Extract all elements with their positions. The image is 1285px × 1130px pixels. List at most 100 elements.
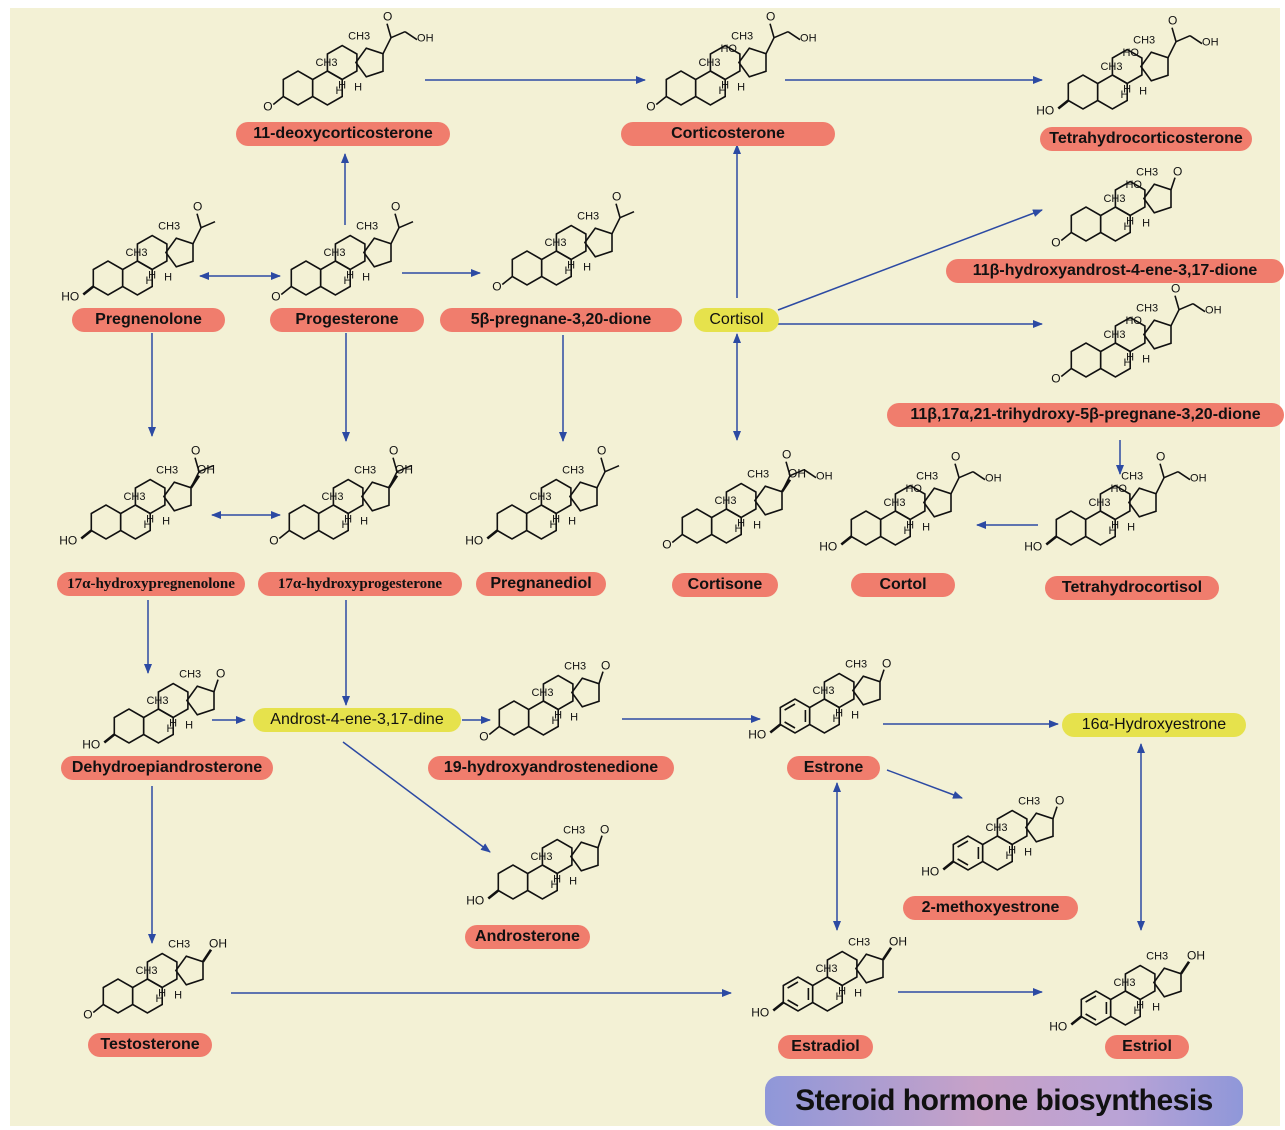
svg-text:O: O: [1156, 450, 1165, 464]
svg-text:O: O: [766, 10, 775, 24]
svg-text:H: H: [1123, 221, 1131, 233]
svg-text:O: O: [882, 657, 891, 671]
svg-text:O: O: [271, 290, 280, 304]
label-androsterone: Androsterone: [465, 925, 590, 949]
svg-text:H: H: [166, 723, 174, 735]
svg-text:CH3: CH3: [356, 221, 378, 233]
svg-text:H: H: [838, 986, 846, 998]
svg-text:HO: HO: [1125, 315, 1142, 327]
svg-text:O: O: [612, 190, 621, 204]
svg-text:CH3: CH3: [1103, 193, 1125, 205]
svg-text:HO: HO: [1049, 1020, 1067, 1034]
svg-text:OH: OH: [816, 471, 833, 483]
svg-text:HO: HO: [819, 540, 837, 554]
svg-text:H: H: [737, 82, 745, 94]
label-tetrahydrocorticosterone: Tetrahydrocorticosterone: [1040, 127, 1252, 151]
svg-text:O: O: [662, 538, 671, 552]
label-dhea: Dehydroepiandrosterone: [61, 756, 273, 780]
svg-text:CH3: CH3: [563, 825, 585, 837]
svg-text:HO: HO: [465, 534, 483, 548]
svg-text:H: H: [346, 270, 354, 282]
svg-text:CH3: CH3: [168, 939, 190, 951]
svg-text:O: O: [597, 444, 606, 458]
label-pregnenolone: Pregnenolone: [72, 308, 225, 332]
svg-text:OH: OH: [395, 463, 413, 477]
svg-text:H: H: [155, 993, 163, 1005]
svg-text:O: O: [83, 1008, 92, 1022]
svg-text:H: H: [1127, 522, 1135, 534]
svg-text:H: H: [1024, 847, 1032, 859]
svg-text:O: O: [191, 444, 200, 458]
svg-text:CH3: CH3: [815, 963, 837, 975]
svg-text:O: O: [216, 667, 225, 681]
svg-text:H: H: [832, 713, 840, 725]
svg-text:H: H: [148, 270, 156, 282]
label-pregnanediol: Pregnanediol: [476, 572, 606, 596]
svg-text:O: O: [1173, 165, 1182, 179]
svg-text:H: H: [1008, 845, 1016, 857]
label-hydroxyandrostenedione: 11β-hydroxyandrost-4-ene-3,17-dione: [946, 259, 1284, 283]
svg-text:CH3: CH3: [125, 247, 147, 259]
svg-text:HO: HO: [921, 865, 939, 879]
svg-text:HO: HO: [1125, 179, 1142, 191]
svg-text:H: H: [1139, 86, 1147, 98]
svg-text:H: H: [1126, 352, 1134, 364]
svg-text:O: O: [383, 10, 392, 24]
svg-text:H: H: [143, 519, 151, 531]
svg-text:H: H: [169, 718, 177, 730]
svg-text:H: H: [1123, 84, 1131, 96]
svg-text:CH3: CH3: [544, 237, 566, 249]
svg-text:O: O: [1051, 372, 1060, 386]
svg-text:CH3: CH3: [562, 465, 584, 477]
svg-text:O: O: [479, 730, 488, 744]
diagram-background: [10, 8, 1280, 1126]
svg-text:OH: OH: [788, 467, 806, 481]
svg-text:CH3: CH3: [1100, 61, 1122, 73]
svg-text:CH3: CH3: [1136, 167, 1158, 179]
svg-text:H: H: [1120, 89, 1128, 101]
svg-text:CH3: CH3: [1121, 471, 1143, 483]
svg-text:CH3: CH3: [698, 57, 720, 69]
arrow-androstenedione-androsterone: [342, 741, 491, 853]
svg-text:HO: HO: [59, 534, 77, 548]
svg-text:H: H: [718, 85, 726, 97]
svg-text:OH: OH: [889, 935, 907, 949]
svg-text:H: H: [854, 988, 862, 1000]
svg-text:CH3: CH3: [135, 965, 157, 977]
svg-text:H: H: [554, 710, 562, 722]
svg-text:H: H: [1142, 218, 1150, 230]
svg-text:H: H: [550, 879, 558, 891]
svg-text:CH3: CH3: [531, 687, 553, 699]
svg-text:H: H: [164, 272, 172, 284]
svg-text:H: H: [569, 876, 577, 888]
label-androstenedione: Androst-4-ene-3,17-dine: [253, 708, 461, 732]
svg-text:H: H: [583, 262, 591, 274]
svg-text:O: O: [1051, 236, 1060, 250]
svg-text:O: O: [1055, 794, 1064, 808]
arrow-estrone-methoxyestrone: [886, 769, 963, 799]
svg-text:H: H: [552, 514, 560, 526]
svg-text:CH3: CH3: [747, 469, 769, 481]
svg-text:OH: OH: [1187, 949, 1205, 963]
svg-text:H: H: [354, 82, 362, 94]
svg-text:H: H: [174, 990, 182, 1002]
svg-text:CH3: CH3: [714, 495, 736, 507]
label-cortisol: Cortisol: [694, 308, 779, 332]
svg-text:CH3: CH3: [1133, 35, 1155, 47]
svg-text:O: O: [391, 200, 400, 214]
svg-text:H: H: [721, 80, 729, 92]
svg-text:HO: HO: [1122, 47, 1139, 59]
